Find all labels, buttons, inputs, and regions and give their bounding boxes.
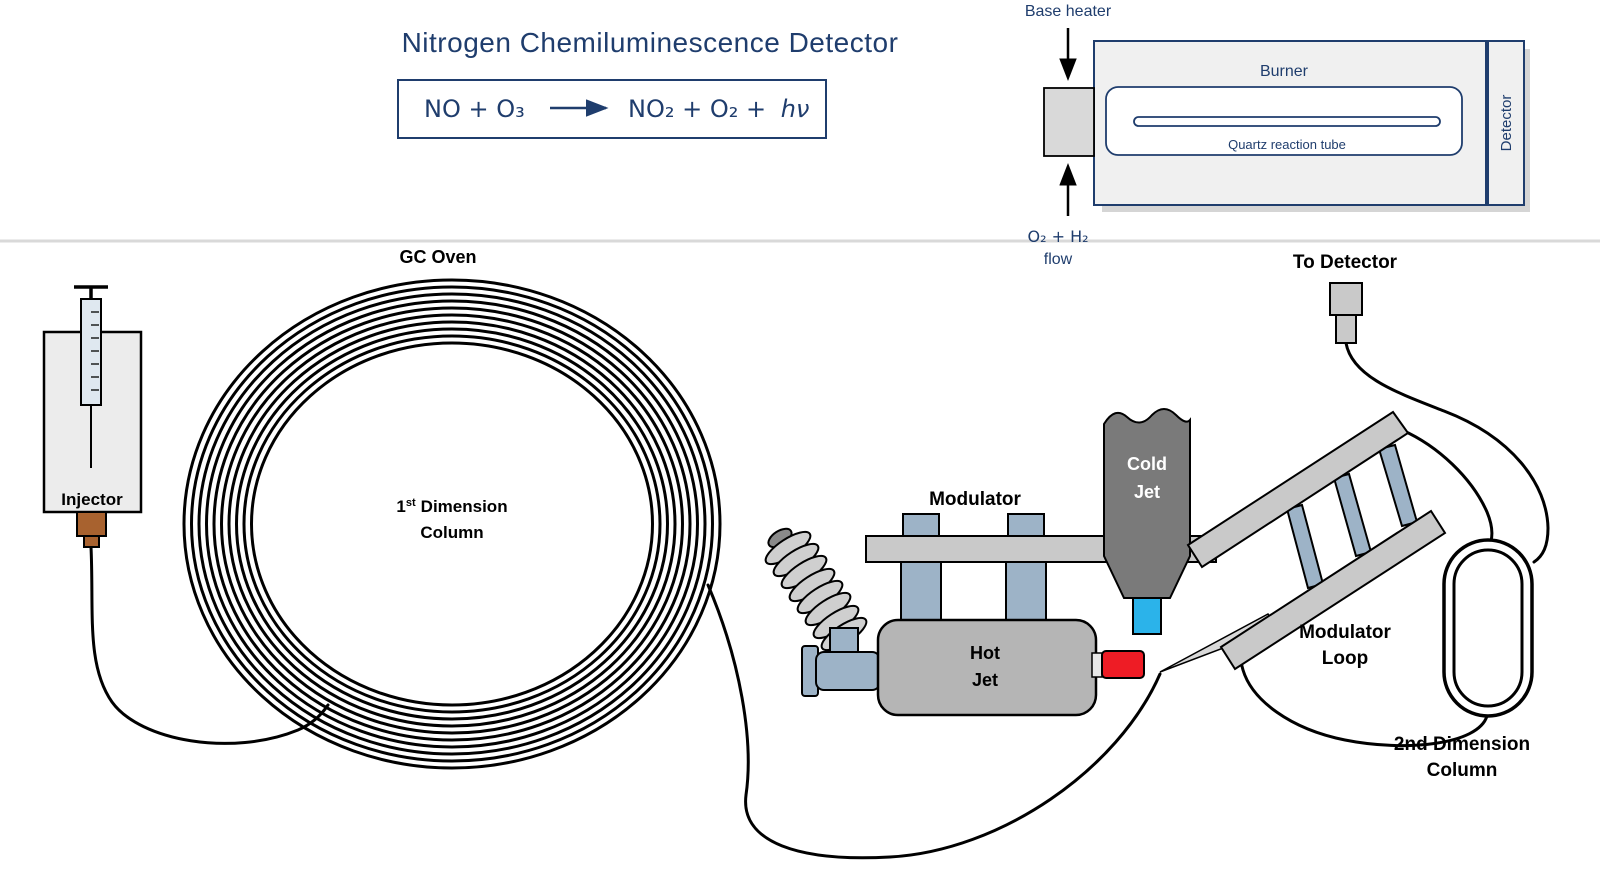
tube-injector-to-column (89, 545, 330, 745)
elbow-top-stub (829, 627, 859, 655)
second-column-inner (1452, 548, 1524, 708)
hot-jet-collar (1091, 652, 1103, 678)
second-column-outer (1442, 538, 1534, 718)
flow-label-line2: flow (1044, 251, 1073, 268)
coil-ring (190, 285, 714, 763)
hot-jet-label-line2: Jet (972, 670, 998, 690)
second-column-label-line1: 2nd Dimension (1394, 734, 1530, 755)
modulator-post-right (1005, 561, 1047, 625)
quartz-tube-label: Quartz reaction tube (1228, 137, 1346, 152)
detector-label: Detector (1498, 95, 1515, 152)
flow-label-line1: O₂ + H₂ (1027, 227, 1088, 246)
first-column-rest: Dimension (421, 497, 508, 516)
tube-loop-arm-to-second-column (1400, 428, 1494, 543)
cold-jet-label-line1: Cold (1127, 454, 1167, 474)
injector-label: Injector (61, 490, 123, 509)
first-dimension-column-label-line2: Column (420, 523, 483, 542)
modulator-cap-right (1007, 513, 1045, 539)
gc-oven-label: GC Oven (399, 247, 476, 267)
modulator-label: Modulator (929, 489, 1021, 510)
equation-right: NO₂ + O₂ + hν (628, 95, 809, 123)
modulator-cap-left (902, 513, 940, 539)
modulator-loop-label-line2: Loop (1322, 648, 1368, 669)
injector-ferrule-tip (83, 535, 100, 548)
burner-label: Burner (1260, 63, 1309, 80)
detector-fitting-upper (1329, 282, 1363, 316)
first-dimension-column-label-line1: 1st Dimension (396, 497, 507, 516)
coil-ring (212, 306, 692, 742)
tube-to-detector (1344, 341, 1550, 564)
first-dimension-coil (182, 278, 722, 770)
syringe-graduations (91, 311, 99, 391)
detector-fitting-lower (1335, 314, 1357, 344)
first-column-number: 1 (396, 497, 405, 516)
tube-column-to-modulator-loop (706, 583, 1162, 860)
modulator-assembly: Modulator Hot Jet Cold Jet (764, 408, 1447, 717)
ncd-schematic: Burner Quartz reaction tube Detector Bas… (1025, 3, 1530, 268)
syringe-barrel (80, 298, 102, 406)
loop-rung (1377, 443, 1419, 528)
loop-arm-upper (1186, 410, 1410, 569)
base-heater-label: Base heater (1025, 3, 1112, 20)
cold-jet-nozzle (1132, 597, 1162, 635)
loop-rung (1332, 472, 1373, 558)
hot-jet-label-line1: Hot (970, 643, 1000, 663)
coil-ring (197, 292, 707, 756)
quartz-reaction-tube (1133, 116, 1441, 127)
hot-jet-nozzle (1101, 650, 1145, 679)
detector-panel (1487, 40, 1525, 206)
equation-photon: hν (781, 95, 810, 123)
elbow-body (815, 651, 881, 691)
first-column-ordinal: st (406, 497, 416, 509)
detector-fitting: To Detector (1293, 252, 1398, 344)
second-dimension-column (1442, 538, 1534, 718)
modulator-post-left (900, 561, 942, 625)
injector-ferrule (76, 511, 107, 537)
loop-rung (1285, 503, 1325, 590)
equation-left: NO + O₃ (424, 95, 525, 123)
modulator-loop-label-line1: Modulator (1299, 622, 1391, 643)
ncd-title: Nitrogen Chemiluminescence Detector (402, 27, 899, 58)
hot-jet-body (876, 618, 1098, 717)
equation-right-main: NO₂ + O₂ + (628, 95, 766, 123)
equation-box (397, 79, 827, 139)
cold-jet-body (1103, 408, 1191, 599)
coil-ring (235, 327, 669, 721)
coil-ring (227, 320, 677, 728)
coil-ring (220, 313, 684, 735)
coil-ring (205, 299, 699, 749)
second-column-label-line2: Column (1427, 760, 1498, 781)
base-heater-block (1043, 87, 1095, 157)
coil-ring (242, 334, 662, 714)
cold-jet-label-line2: Jet (1134, 482, 1160, 502)
coil-ring (182, 278, 722, 770)
injector: Injector (42, 285, 143, 548)
to-detector-label: To Detector (1293, 252, 1398, 273)
loop-arm-lower (1219, 509, 1447, 671)
coil-ring (250, 341, 654, 707)
